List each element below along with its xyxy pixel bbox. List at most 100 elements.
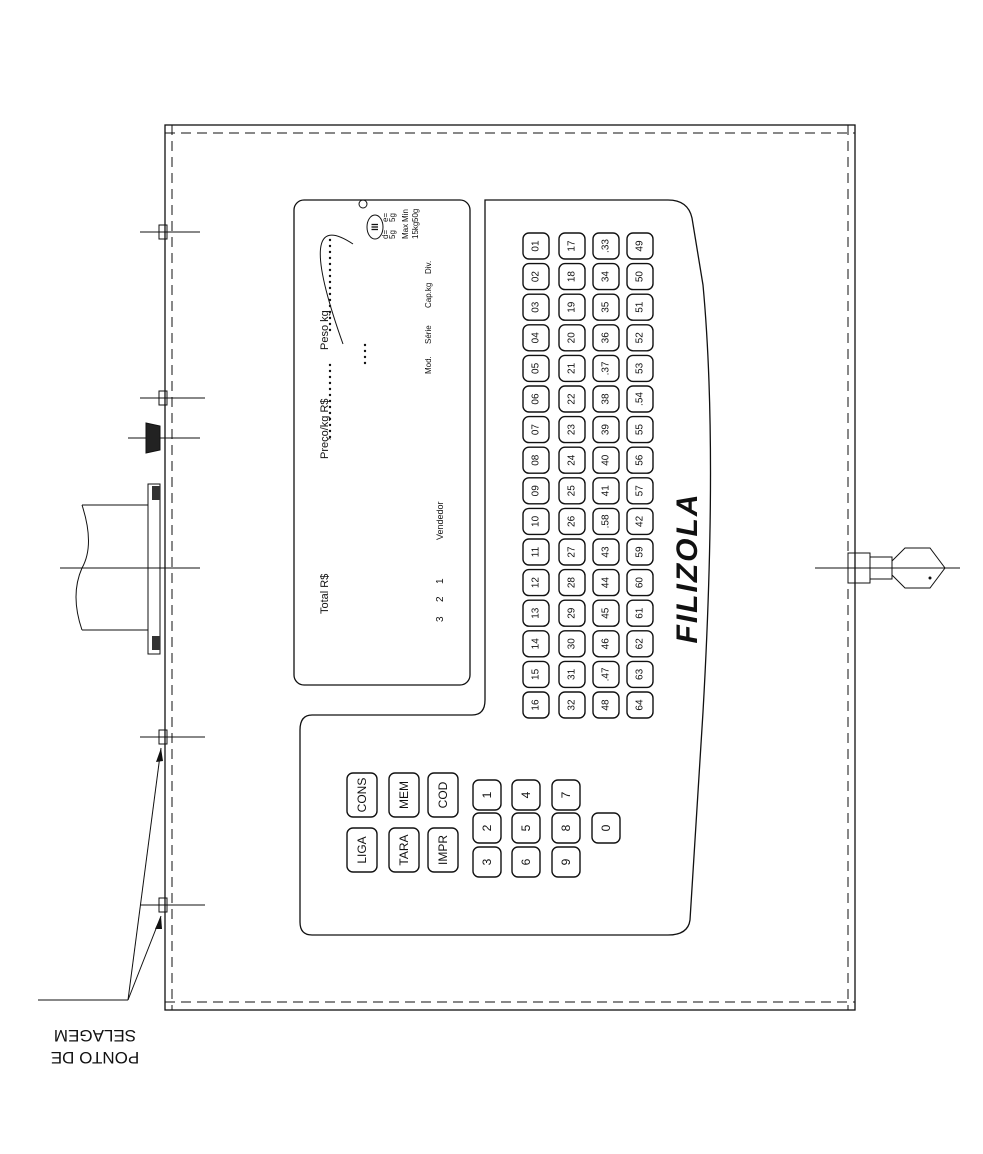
plu-key-31[interactable]: 31 — [558, 660, 586, 689]
plu-key-23-cap[interactable] — [558, 415, 586, 444]
plu-key-53-cap[interactable] — [626, 354, 654, 383]
plu-key-38-cap[interactable] — [592, 385, 620, 413]
key-tara-cap[interactable] — [388, 827, 420, 873]
plu-key-15[interactable]: 15 — [522, 660, 550, 689]
plu-key-7-cap[interactable] — [522, 415, 550, 444]
plu-key-29[interactable]: 29 — [558, 599, 586, 627]
plu-key-55[interactable]: 55 — [626, 415, 654, 444]
plu-key-49[interactable]: 49 — [626, 232, 654, 260]
plu-key-50-cap[interactable] — [626, 262, 654, 291]
key-liga[interactable]: LIGA — [346, 827, 378, 873]
plu-key-35[interactable]: 35 — [592, 293, 620, 321]
plu-key-31-cap[interactable] — [558, 660, 586, 689]
plu-key-25-cap[interactable] — [558, 477, 586, 505]
key-tara[interactable]: TARA — [388, 827, 420, 873]
plu-key-64[interactable]: 64 — [626, 691, 654, 719]
plu-key-39[interactable]: 39 — [592, 415, 620, 444]
plu-key-62-cap[interactable] — [626, 630, 654, 658]
plu-key-12-cap[interactable] — [522, 568, 550, 597]
key-mem-cap[interactable] — [388, 772, 420, 818]
plu-key-26-cap[interactable] — [558, 507, 586, 536]
plu-key-4-cap[interactable] — [522, 324, 550, 352]
plu-key-58[interactable]: 42 — [626, 507, 654, 536]
numeric-key-5[interactable]: 5 — [511, 812, 541, 844]
numeric-key-4-cap[interactable] — [511, 779, 541, 811]
plu-key-11-cap[interactable] — [522, 538, 550, 566]
plu-key-2-cap[interactable] — [522, 262, 550, 291]
plu-key-46[interactable]: 46 — [592, 630, 620, 658]
plu-key-37-cap[interactable] — [592, 354, 620, 383]
key-mem[interactable]: MEM — [388, 772, 420, 818]
plu-key-24-cap[interactable] — [558, 446, 586, 474]
plu-key-41-cap[interactable] — [592, 477, 620, 505]
plu-key-56-cap[interactable] — [626, 446, 654, 474]
plu-key-27-cap[interactable] — [558, 538, 586, 566]
plu-key-19-cap[interactable] — [558, 293, 586, 321]
plu-key-41[interactable]: 41 — [592, 477, 620, 505]
plu-key-44[interactable]: 44 — [592, 568, 620, 597]
plu-key-18[interactable]: 18 — [558, 262, 586, 291]
plu-key-24[interactable]: 24 — [558, 446, 586, 474]
plu-key-1-cap[interactable] — [522, 232, 550, 260]
plu-key-60[interactable]: 60 — [626, 568, 654, 597]
plu-key-30[interactable]: 30 — [558, 630, 586, 658]
plu-key-9-cap[interactable] — [522, 477, 550, 505]
plu-key-8[interactable]: 08 — [522, 446, 550, 474]
plu-key-28[interactable]: 28 — [558, 568, 586, 597]
plu-key-5[interactable]: 05 — [522, 354, 550, 383]
plu-key-25[interactable]: 25 — [558, 477, 586, 505]
numeric-key-0-cap[interactable] — [591, 812, 621, 844]
key-impr[interactable]: IMPR — [427, 827, 459, 873]
numeric-key-1-cap[interactable] — [472, 779, 502, 811]
plu-key-14[interactable]: 14 — [522, 630, 550, 658]
plu-key-35-cap[interactable] — [592, 293, 620, 321]
plu-key-40-cap[interactable] — [592, 446, 620, 474]
numeric-key-5-cap[interactable] — [511, 812, 541, 844]
plu-key-39-cap[interactable] — [592, 415, 620, 444]
plu-key-29-cap[interactable] — [558, 599, 586, 627]
plu-key-12[interactable]: 12 — [522, 568, 550, 597]
plu-key-15-cap[interactable] — [522, 660, 550, 689]
plu-key-21[interactable]: 21 — [558, 354, 586, 383]
plu-key-16-cap[interactable] — [522, 691, 550, 719]
plu-key-62[interactable]: 62 — [626, 630, 654, 658]
plu-key-37[interactable]: .37 — [592, 354, 620, 383]
numeric-key-4[interactable]: 4 — [511, 779, 541, 811]
plu-key-18-cap[interactable] — [558, 262, 586, 291]
key-cons-cap[interactable] — [346, 772, 378, 818]
plu-key-44-cap[interactable] — [592, 568, 620, 597]
plu-key-7[interactable]: 07 — [522, 415, 550, 444]
plu-key-3[interactable]: 03 — [522, 293, 550, 321]
plu-key-51[interactable]: 51 — [626, 293, 654, 321]
plu-key-53[interactable]: 53 — [626, 354, 654, 383]
plu-key-22[interactable]: 22 — [558, 385, 586, 413]
plu-key-51-cap[interactable] — [626, 293, 654, 321]
plu-key-42-cap[interactable] — [592, 507, 620, 536]
plu-key-43[interactable]: 43 — [592, 538, 620, 566]
plu-key-21-cap[interactable] — [558, 354, 586, 383]
plu-key-20[interactable]: 20 — [558, 324, 586, 352]
key-cod-cap[interactable] — [427, 772, 459, 818]
plu-key-50[interactable]: 50 — [626, 262, 654, 291]
plu-key-63-cap[interactable] — [626, 660, 654, 689]
plu-key-11[interactable]: 11 — [522, 538, 550, 566]
plu-key-32-cap[interactable] — [558, 691, 586, 719]
plu-key-6-cap[interactable] — [522, 385, 550, 413]
plu-key-48-cap[interactable] — [592, 691, 620, 719]
plu-key-4[interactable]: 04 — [522, 324, 550, 352]
plu-key-26[interactable]: 26 — [558, 507, 586, 536]
plu-key-10[interactable]: 10 — [522, 507, 550, 536]
plu-key-17-cap[interactable] — [558, 232, 586, 260]
plu-key-27[interactable]: 27 — [558, 538, 586, 566]
plu-key-58-cap[interactable] — [626, 507, 654, 536]
numeric-key-2-cap[interactable] — [472, 812, 502, 844]
plu-key-13-cap[interactable] — [522, 599, 550, 627]
plu-key-34-cap[interactable] — [592, 262, 620, 291]
numeric-key-8[interactable]: 8 — [551, 812, 581, 844]
plu-key-36[interactable]: 36 — [592, 324, 620, 352]
plu-key-33[interactable]: .33 — [592, 232, 620, 260]
numeric-key-8-cap[interactable] — [551, 812, 581, 844]
plu-key-48[interactable]: 48 — [592, 691, 620, 719]
plu-key-36-cap[interactable] — [592, 324, 620, 352]
numeric-key-6-cap[interactable] — [511, 846, 541, 878]
